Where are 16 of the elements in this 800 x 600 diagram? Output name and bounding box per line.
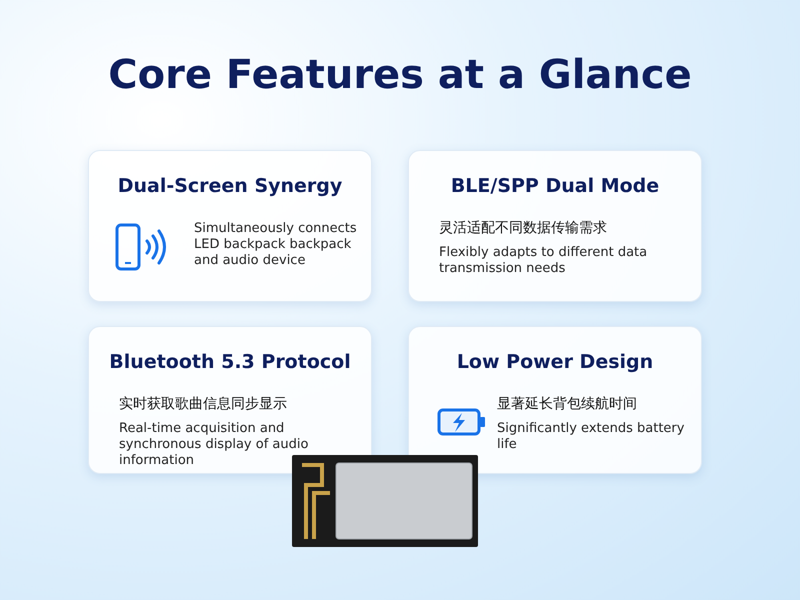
card-description: Flexibly adapts to different data transmission needs — [439, 245, 648, 277]
card-description: Real-time acquisition and synchronous display of audio information — [119, 421, 310, 469]
chinese-subtitle: 灵活适配不同数据传输需求 — [439, 219, 607, 237]
feature-card — [408, 326, 702, 474]
chinese-subtitle: 实时获取歌曲信息同步显示 — [119, 395, 287, 413]
feature-card — [88, 326, 372, 474]
card-heading: Bluetooth 5.3 Protocol — [108, 351, 352, 373]
card-heading: BLE/SPP Dual Mode — [450, 175, 660, 197]
chinese-subtitle: 显著延长背包续航时间 — [497, 395, 637, 413]
card-heading: Dual-Screen Synergy — [116, 175, 344, 197]
card-heading: Low Power Design — [456, 351, 654, 373]
card-description: Simultaneously connects LED backpack backpack and audio device — [194, 221, 358, 269]
feature-card — [408, 150, 702, 302]
card-description: Significantly extends battery life — [497, 421, 686, 453]
feature-card — [88, 150, 372, 302]
page-title: Core Features at a Glance — [107, 52, 693, 98]
